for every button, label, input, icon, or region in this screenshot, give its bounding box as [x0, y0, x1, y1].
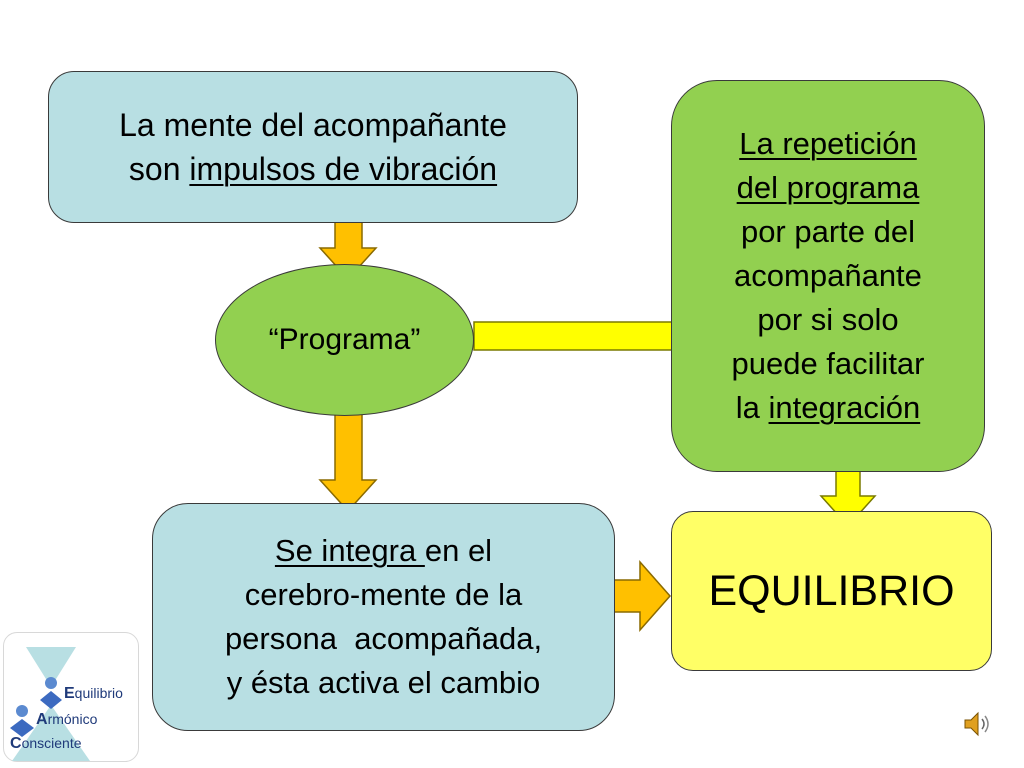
repeticion-line7-prefix: la [735, 390, 769, 425]
repeticion-line5: por si solo [757, 302, 899, 337]
oval-programa: “Programa” [215, 264, 474, 416]
repeticion-line4: acompañante [734, 258, 922, 293]
logo-card: Equilibrio Armónico Consciente [3, 632, 139, 762]
box-repeticion: La repetición del programa por parte del… [671, 80, 985, 472]
mente-line2-prefix: son [128, 151, 190, 187]
repeticion-line2: del programa [736, 170, 920, 205]
repeticion-line7: la integración [731, 386, 924, 430]
mente-line2-underlined: impulsos de vibración [189, 151, 498, 187]
arrow-programa-to-integra [318, 399, 378, 513]
repeticion-line7-underlined: integración [768, 390, 921, 425]
logo-word-armonico: Armónico [36, 711, 98, 728]
mente-line1: La mente del acompañante [119, 107, 507, 143]
integra-line1-underlined: Se integra [274, 533, 425, 568]
integra-line4: y ésta activa el cambio [226, 665, 541, 700]
integra-line3: persona acompañada, [224, 621, 543, 656]
box-mente-impulsos: La mente del acompañante son impulsos de… [48, 71, 578, 223]
equilibrio-text: EQUILIBRIO [708, 566, 955, 615]
repeticion-line6: puede facilitar [731, 346, 925, 381]
logo-word-equilibrio: Equilibrio [64, 685, 123, 702]
integra-line2: cerebro-mente de la [244, 577, 523, 612]
repeticion-line3: por parte del [740, 214, 916, 249]
logo-graphic [10, 647, 90, 761]
box-se-integra: Se integra en el cerebro-mente de la per… [152, 503, 615, 731]
logo-word-consciente: Consciente [10, 735, 82, 752]
mente-line2: son impulsos de vibración [119, 147, 507, 191]
integra-line1-suffix: en el [424, 533, 493, 568]
speaker-icon[interactable] [962, 708, 994, 740]
repeticion-line1: La repetición [739, 126, 917, 161]
box-equilibrio: EQUILIBRIO [671, 511, 992, 671]
programa-text: “Programa” [268, 323, 421, 356]
integra-line1: Se integra en el [225, 529, 542, 573]
